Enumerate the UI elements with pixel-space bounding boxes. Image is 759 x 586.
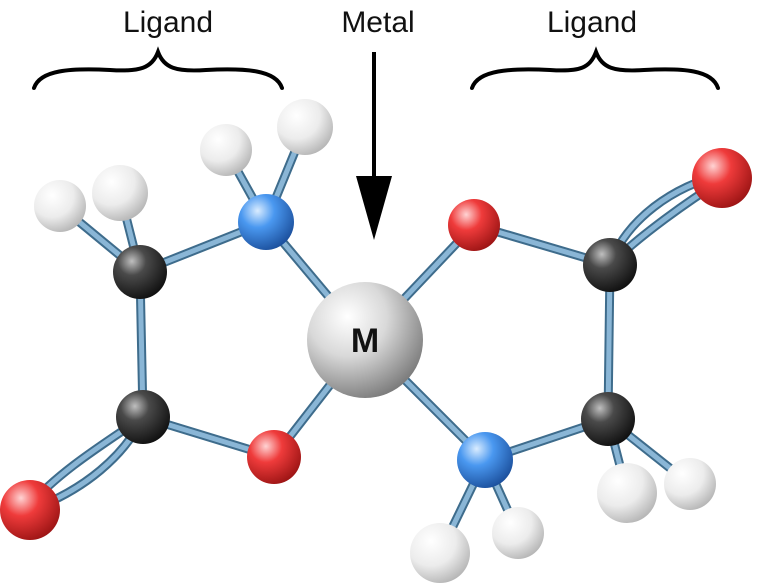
metal-arrow-head (356, 176, 392, 240)
right-ligand-label: Ligand (547, 6, 637, 39)
hydrogen-atom (200, 124, 252, 176)
left-ligand-brace (32, 46, 284, 90)
hydrogen-atom (34, 180, 86, 232)
carbon-atom (581, 392, 635, 446)
metal-label: Metal (341, 6, 414, 39)
oxygen-atom (247, 430, 301, 484)
hydrogen-atom (410, 523, 470, 583)
metal-center (307, 282, 423, 398)
atom-group: M (0, 99, 752, 583)
hydrogen-atom (492, 507, 544, 559)
hydrogen-atom (92, 165, 148, 221)
hydrogen-atom (277, 99, 333, 155)
hydrogen-atom (597, 463, 657, 523)
oxygen-atom (448, 199, 500, 251)
nitrogen-atom (457, 432, 513, 488)
nitrogen-atom (238, 194, 294, 250)
metal-symbol: M (351, 322, 379, 360)
carbon-atom (116, 390, 170, 444)
hydrogen-atom (664, 458, 716, 510)
oxygen-atom (0, 480, 60, 540)
right-ligand-brace (470, 46, 720, 90)
carbon-atom (113, 245, 167, 299)
oxygen-atom (692, 148, 752, 208)
left-ligand-label: Ligand (123, 6, 213, 39)
carbon-atom (583, 238, 637, 292)
